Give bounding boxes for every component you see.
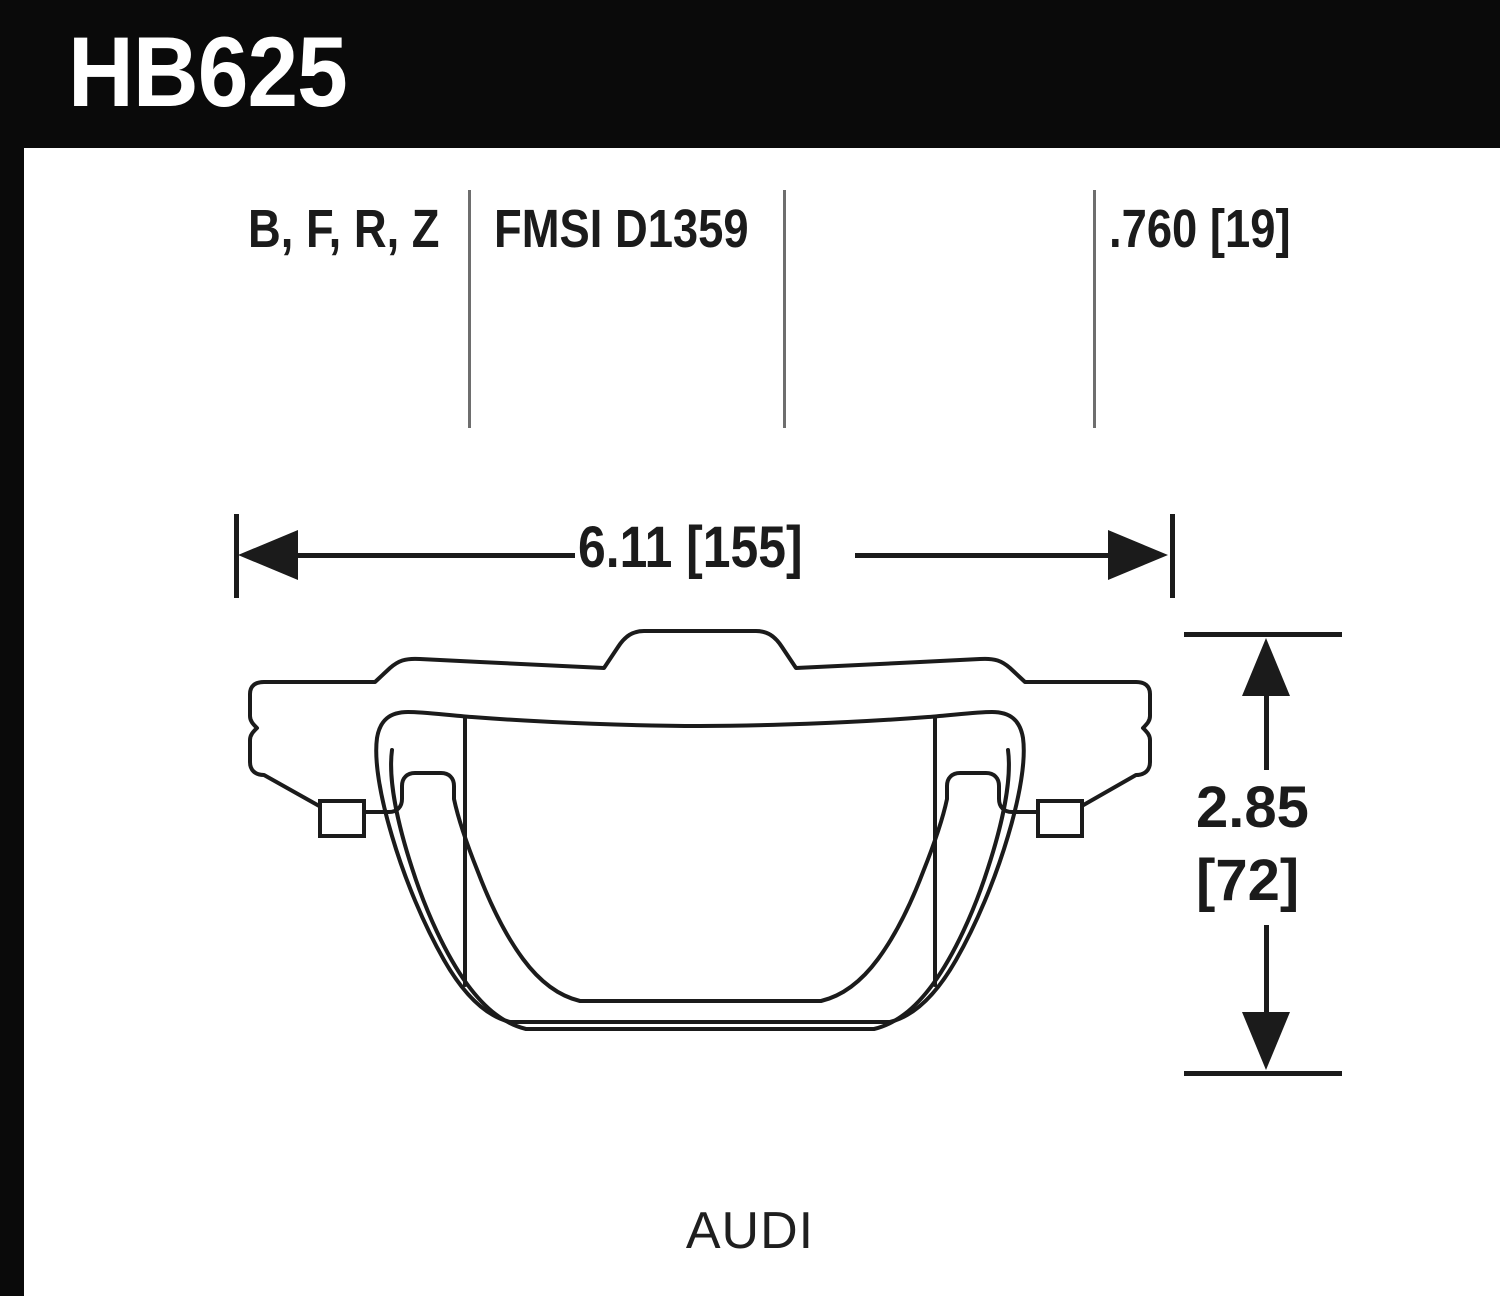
vehicle-make-label: AUDI [685, 1202, 815, 1260]
backing-plate-outline [248, 629, 1152, 1003]
width-extension-tick-left [234, 514, 239, 598]
width-extension-tick-right [1170, 514, 1175, 598]
height-dimension-label-mm: [72] [1196, 848, 1300, 913]
page-title: HB625 [68, 16, 348, 127]
friction-material-edge [389, 748, 1011, 1031]
height-dimension-line-upper [1264, 665, 1269, 770]
height-dimension-line-lower [1264, 925, 1269, 1035]
width-dimension-line-left [275, 553, 575, 558]
thickness-value: .760 [19] [1109, 199, 1291, 259]
compound-codes: B, F, R, Z [248, 199, 440, 259]
height-extension-line-bottom [1184, 1071, 1342, 1076]
spec-divider-2 [783, 190, 786, 428]
arrow-right-icon [1108, 530, 1168, 580]
arrow-left-icon [238, 530, 298, 580]
friction-material-outline [374, 710, 1026, 1024]
height-dimension-label-inches: 2.85 [1196, 775, 1309, 840]
header-bar: HB625 [0, 0, 1500, 148]
brake-pad-drawing [248, 629, 1152, 1031]
arrow-down-icon [1242, 1012, 1290, 1070]
mounting-hole-left [318, 799, 366, 838]
mounting-hole-right [1036, 799, 1084, 838]
spec-row: B, F, R, Z FMSI D1359 .760 [19] [24, 190, 1500, 428]
height-extension-line-top [1184, 632, 1342, 637]
left-border-bar [0, 0, 24, 1296]
spec-divider-3 [1093, 190, 1096, 428]
fmsi-number: FMSI D1359 [494, 199, 749, 259]
width-dimension-line-right [855, 553, 1127, 558]
spec-divider-1 [468, 190, 471, 428]
arrow-up-icon [1242, 638, 1290, 696]
width-dimension-label: 6.11 [155] [578, 515, 803, 580]
